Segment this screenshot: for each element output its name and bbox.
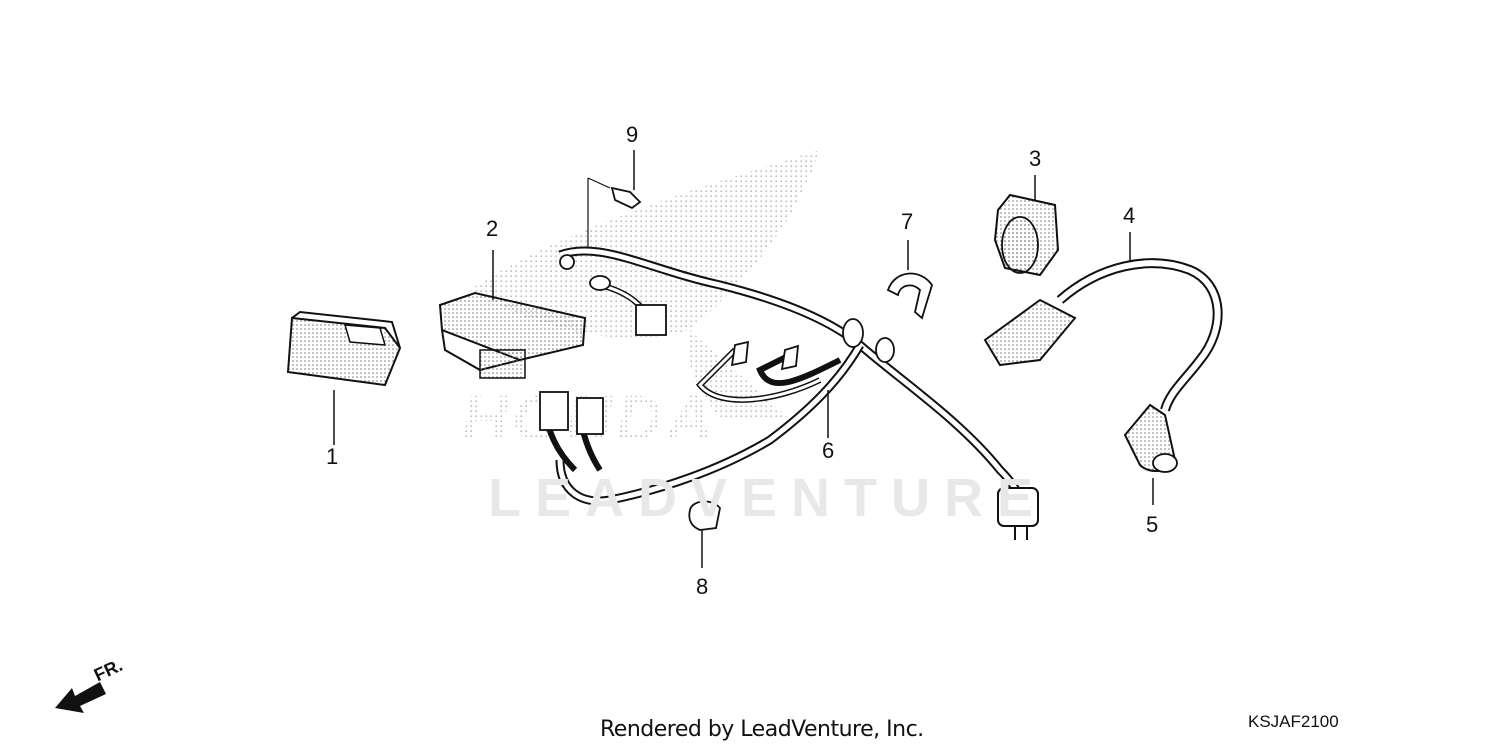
callout-3: 3 — [1029, 146, 1042, 171]
part-1-box — [286, 310, 402, 445]
callout-1: 1 — [326, 444, 339, 469]
callout-5: 5 — [1146, 512, 1159, 537]
part-4-ignition-coil — [983, 232, 1223, 412]
part-9-bolt — [587, 150, 642, 250]
callout-2: 2 — [486, 216, 499, 241]
callout-7: 7 — [901, 209, 914, 234]
harness-connectors — [539, 254, 1039, 540]
footer-credit: Rendered by LeadVenture, Inc. — [600, 717, 924, 742]
callout-4: 4 — [1123, 203, 1136, 228]
part-8-clamp — [688, 500, 721, 568]
callout-9: 9 — [626, 122, 639, 147]
callout-6: 6 — [822, 438, 835, 463]
part-3-boot — [993, 175, 1060, 277]
diagram-code: KSJAF2100 — [1248, 712, 1339, 731]
front-arrow-icon — [55, 682, 106, 713]
callout-8: 8 — [696, 574, 709, 599]
watermark-text: LEADVENTURE — [488, 468, 1048, 528]
part-7-clip — [886, 240, 933, 320]
part-5-plug-cap — [1123, 403, 1178, 505]
part-2-cdi-unit — [438, 250, 587, 379]
